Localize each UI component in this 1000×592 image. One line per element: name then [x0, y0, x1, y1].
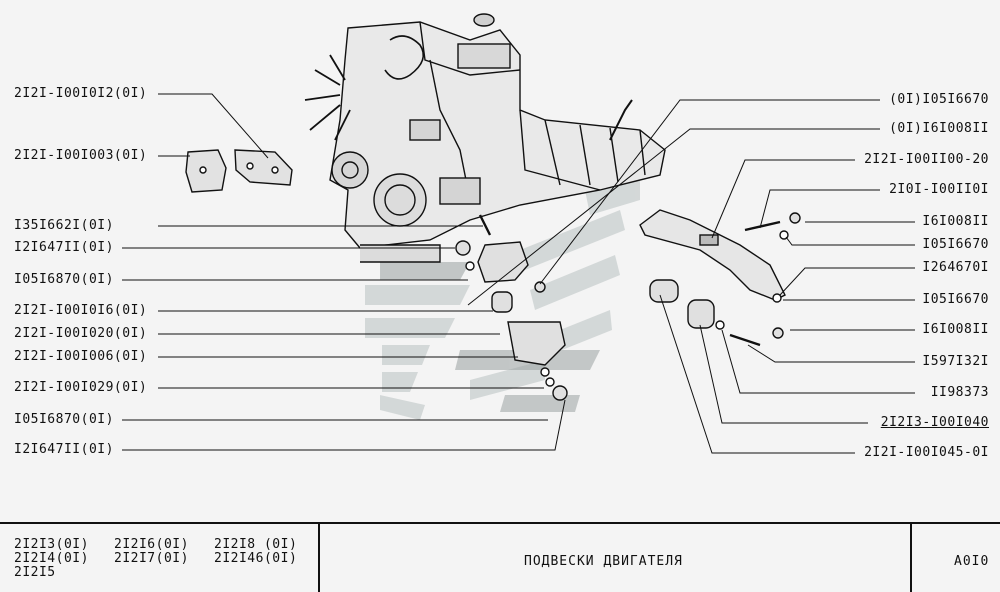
part-number-label: 2I0I-I00II0I	[889, 182, 989, 197]
part-number-label: 2I2I-I00I020(0I)	[14, 326, 148, 341]
center-mount-parts	[455, 240, 568, 401]
model-code: 2I2I4(0I)	[14, 551, 89, 566]
model-code: 2I2I8 (0I)	[214, 537, 298, 552]
part-number-label: 2I2I-I00I029(0I)	[14, 380, 148, 395]
leader-lines	[122, 93, 915, 454]
model-code: 2I2I5	[14, 565, 56, 580]
part-number-label: I2I647II(0I)	[14, 240, 114, 255]
model-code: 2I2I7(0I)	[114, 551, 189, 566]
left-bracket-upper	[234, 149, 293, 186]
part-number-label: (0I)I6I008II	[889, 121, 989, 136]
part-number-label: 2I2I-I00I006(0I)	[14, 349, 148, 364]
part-number-label: (0I)I05I6670	[889, 92, 989, 107]
part-number-label: II98373	[930, 385, 989, 400]
part-number-label: 2I2I-I00I0I6(0I)	[14, 303, 148, 318]
sheet-code-cell: A0I0	[912, 524, 1000, 592]
engine-assembly	[304, 13, 666, 263]
part-number-label: I264670I	[922, 260, 989, 275]
part-number-link[interactable]: 2I2I3-I00I040	[880, 415, 989, 430]
model-code: 2I2I3(0I)	[14, 537, 89, 552]
left-bracket-lower	[185, 149, 227, 193]
part-number-label: I05I6670	[922, 237, 989, 252]
sheet-code: A0I0	[954, 554, 990, 569]
part-number-label: 2I2I-I00II00-20	[864, 152, 989, 167]
model-code: 2I2I46(0I)	[214, 551, 298, 566]
part-number-label: I05I6870(0I)	[14, 272, 114, 287]
title-block: 2I2I3(0I) 2I2I6(0I) 2I2I8 (0I) 2I2I4(0I)…	[0, 522, 1000, 592]
part-number-label: I05I6670	[922, 292, 989, 307]
part-number-label: 2I2I-I00I045-0I	[864, 445, 989, 460]
sheet-title: ПОДВЕСКИ ДВИГАТЕЛЯ	[524, 554, 683, 569]
part-number-label: I6I008II	[922, 214, 989, 229]
part-number-label: I597I32I	[922, 354, 989, 369]
part-number-label: 2I2I-I00I003(0I)	[14, 148, 148, 163]
model-code: 2I2I6(0I)	[114, 537, 189, 552]
part-number-label: I05I6870(0I)	[14, 412, 114, 427]
part-number-label: 2I2I-I00I0I2(0I)	[14, 86, 148, 101]
part-number-label: I6I008II	[922, 322, 989, 337]
part-number-label: I35I662I(0I)	[14, 218, 114, 233]
sheet-title-cell: ПОДВЕСКИ ДВИГАТЕЛЯ	[320, 524, 912, 592]
part-number-label: I2I647II(0I)	[14, 442, 114, 457]
rear-mount-parts	[649, 212, 801, 347]
model-list: 2I2I3(0I) 2I2I6(0I) 2I2I8 (0I) 2I2I4(0I)…	[0, 524, 320, 592]
